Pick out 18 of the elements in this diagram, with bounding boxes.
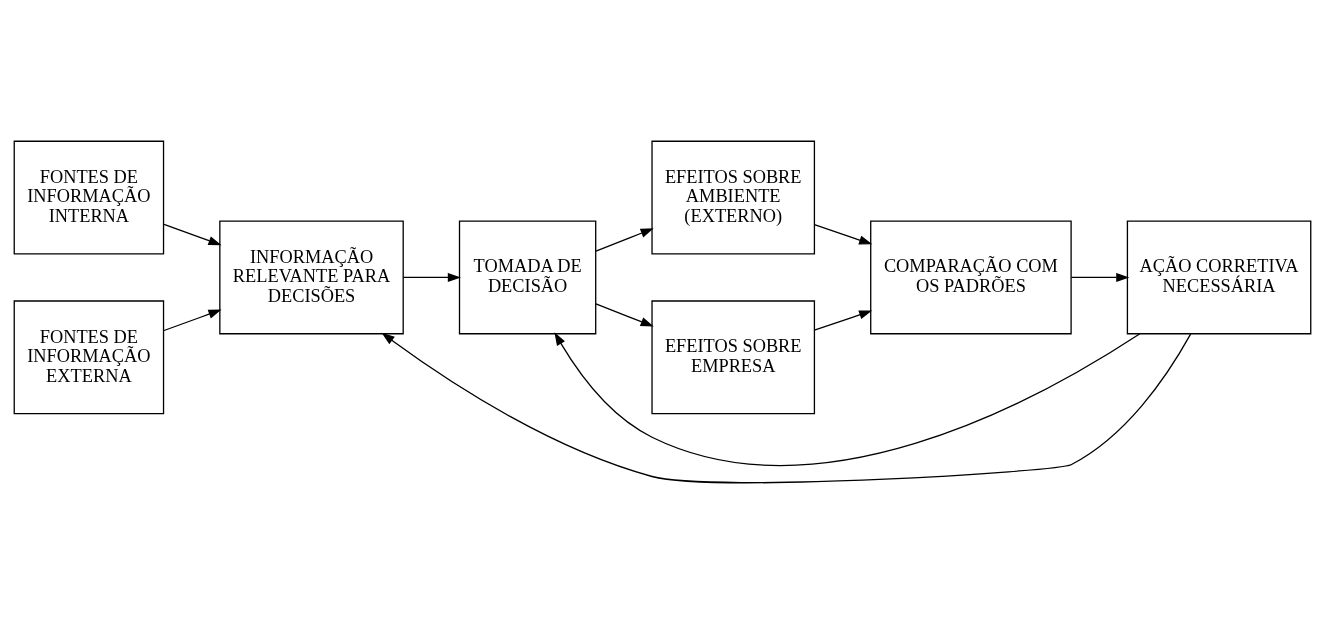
arrow [402,272,461,282]
arrow [813,309,873,331]
arrow [163,309,222,331]
node-box: FONTES DE INFORMAÇÃO INTERNA [13,140,165,255]
arrow [163,223,222,245]
arrow [554,331,1141,466]
arrow [595,302,654,327]
node-box: TOMADA DE DECISÃO [458,219,597,334]
arrow [1070,272,1130,282]
node-box: FONTES DE INFORMAÇÃO EXTERNA [13,299,165,414]
arrow [595,227,654,252]
arrow [381,332,1192,483]
node-box: AÇÃO CORRETIVA NECESSÁRIA [1126,219,1312,334]
node-box: EFEITOS SOBRE EMPRESA [651,299,816,414]
node-box: EFEITOS SOBRE AMBIENTE (EXTERNO) [651,140,816,255]
node-box: INFORMAÇÃO RELEVANTE PARA DECISÕES [219,219,404,334]
node-box: COMPARAÇÃO COM OS PADRÕES [870,219,1072,334]
arrow [813,223,873,244]
